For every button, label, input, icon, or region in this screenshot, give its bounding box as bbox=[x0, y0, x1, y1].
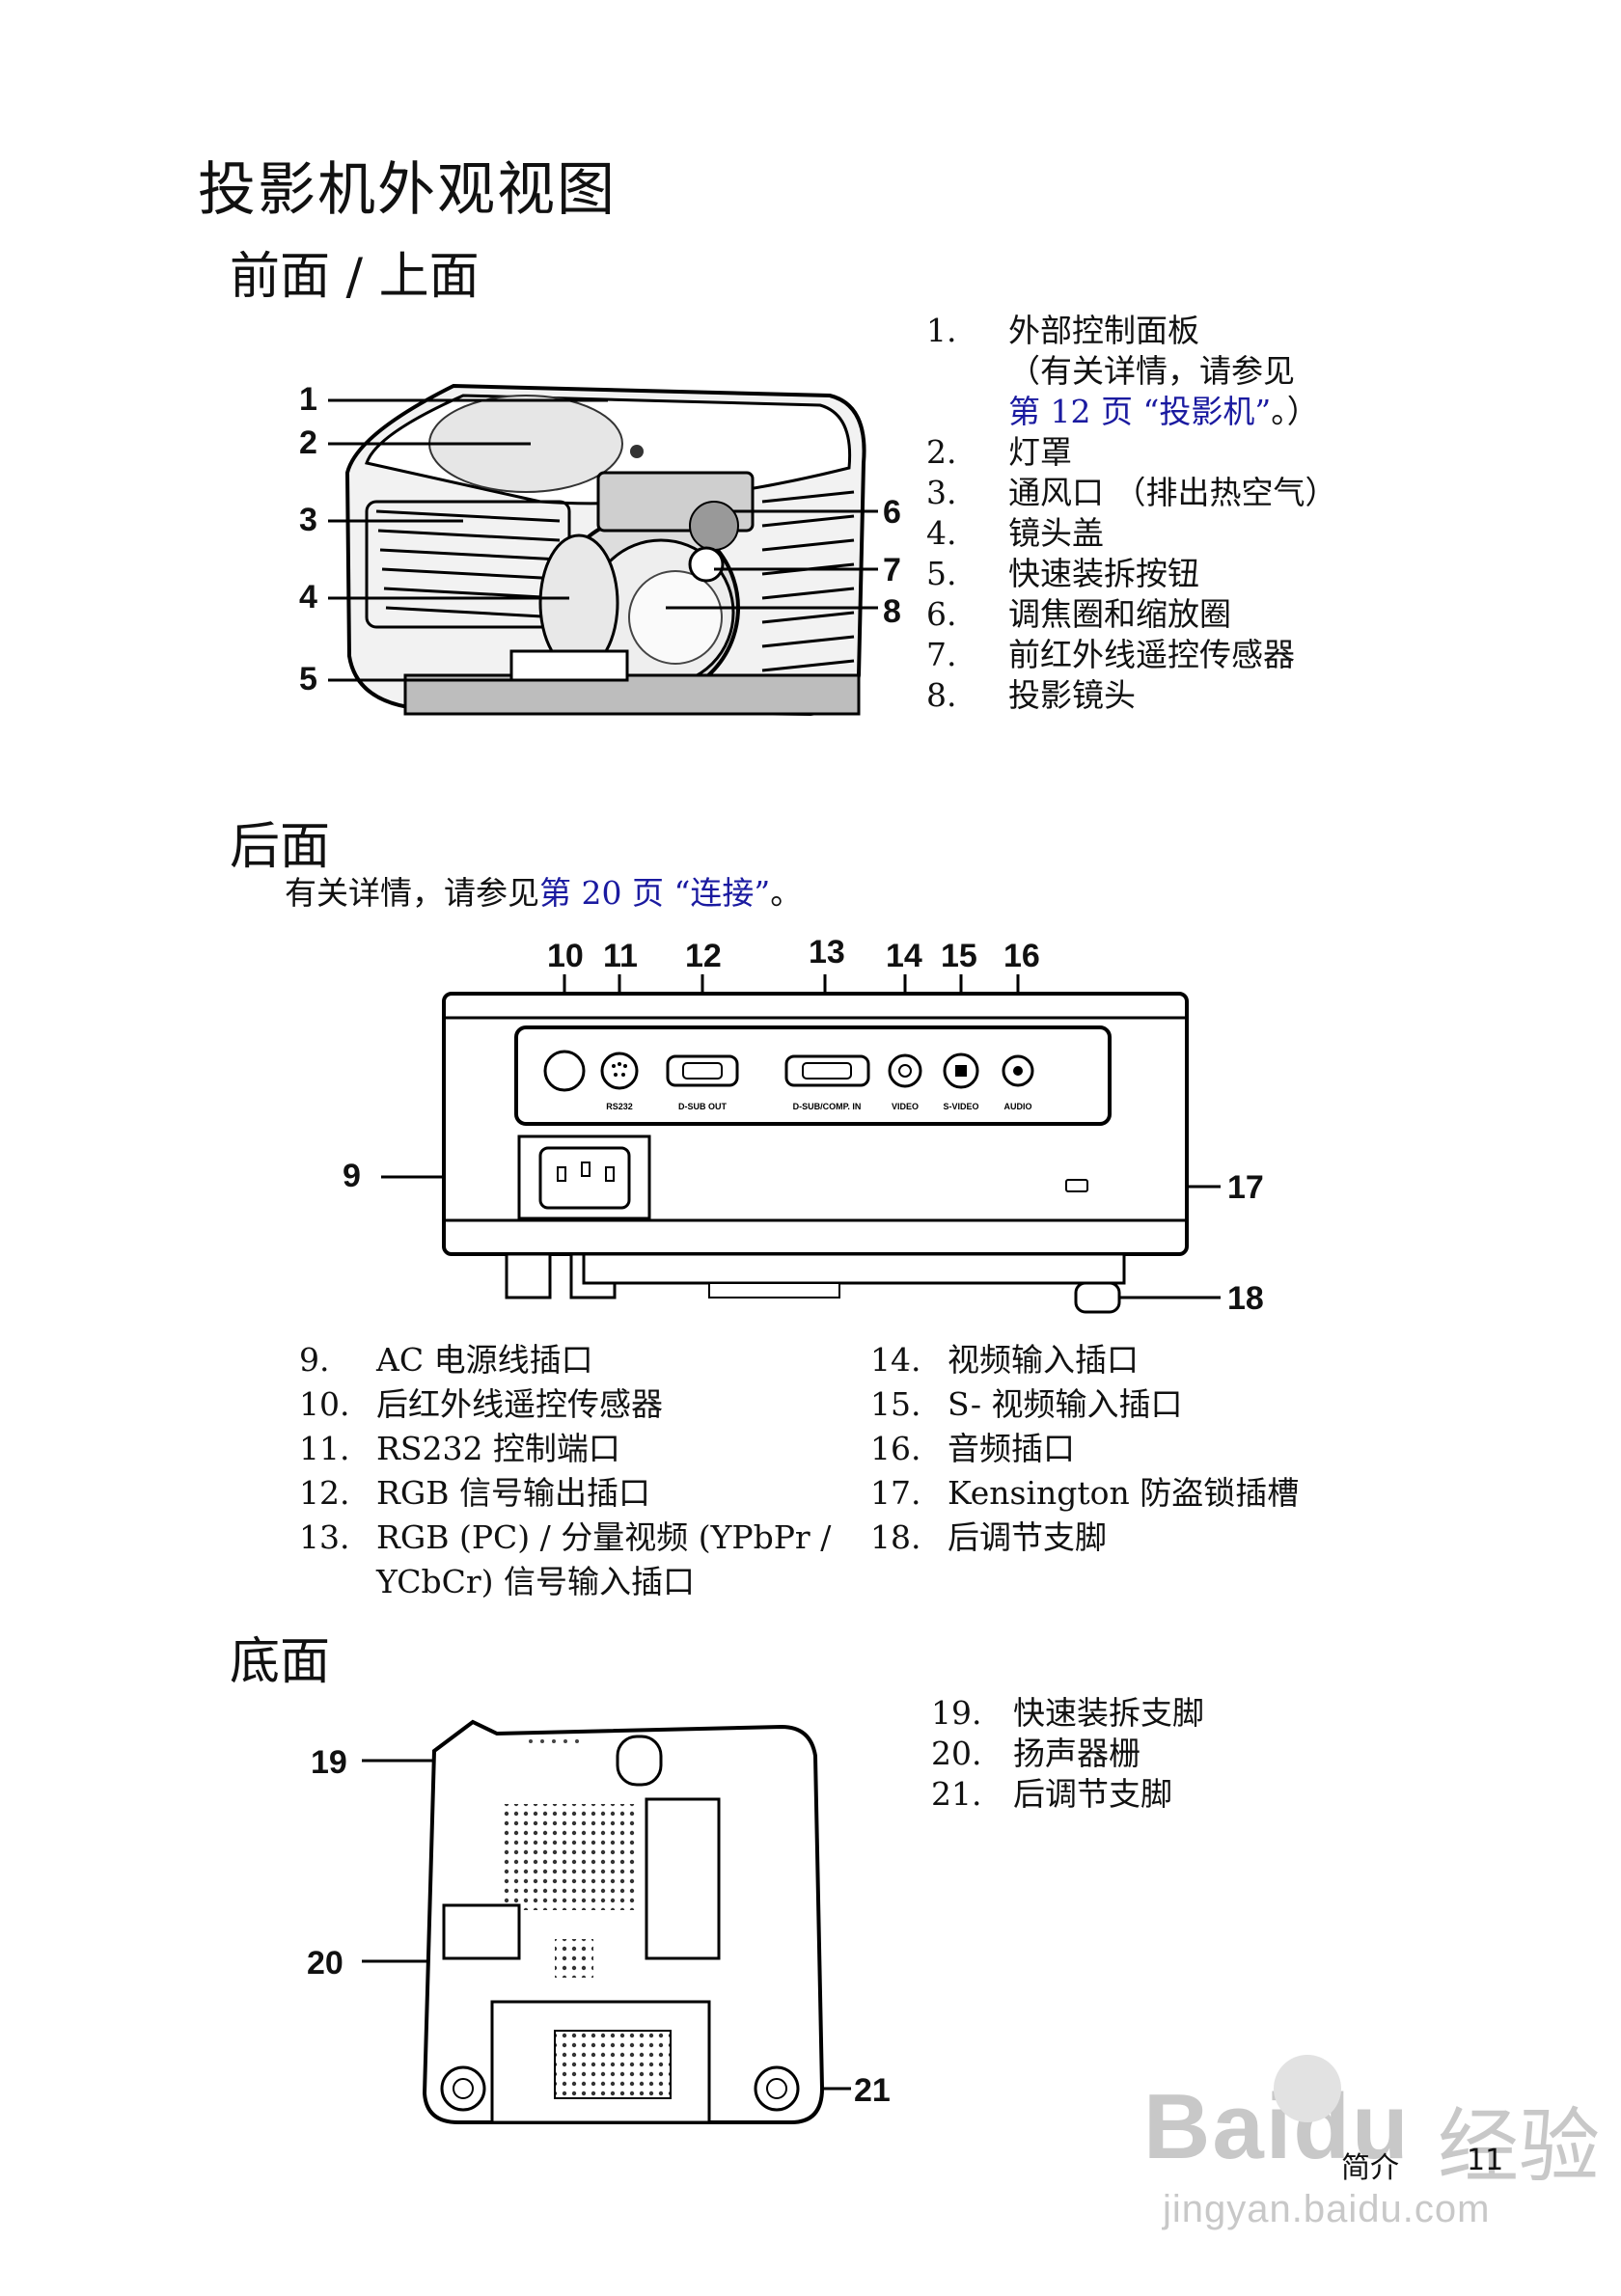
watermark-text: 经验 bbox=[1438, 2099, 1601, 2194]
callout-4: 4 bbox=[299, 579, 317, 615]
page-link-20[interactable]: 第 20 页 “连接” bbox=[539, 874, 771, 912]
front-top-projector-figure bbox=[344, 383, 866, 717]
list-item: 21.后调节支脚 bbox=[931, 1775, 1172, 1813]
list-item: 10.后红外线遥控传感器 bbox=[299, 1385, 663, 1423]
callout-14: 14 bbox=[886, 938, 922, 974]
list-item: 11.RS232 控制端口 bbox=[299, 1430, 620, 1467]
page-link-12[interactable]: 第 12 页 “投影机” bbox=[1008, 393, 1272, 430]
list-item: 16.音频插口 bbox=[870, 1430, 1075, 1467]
section-heading-front: 前面 / 上面 bbox=[230, 248, 480, 306]
list-item: 15.S- 视频输入插口 bbox=[870, 1385, 1183, 1423]
callout-2: 2 bbox=[299, 424, 317, 461]
bottom-parts-list: 19.快速装拆支脚 20.扬声器栅 21.后调节支脚 bbox=[931, 1693, 1414, 1815]
front-parts-list: 1.外部控制面板 （有关详情，请参见第 12 页 “投影机”。） 2.灯罩 3.… bbox=[926, 311, 1544, 716]
page-title: 投影机外观视图 bbox=[198, 156, 617, 224]
bottom-projector-figure bbox=[362, 1719, 851, 2124]
footer-section: 简介 bbox=[1341, 2151, 1399, 2185]
list-item: 1.外部控制面板 bbox=[926, 312, 1199, 349]
list-item: 4.镜头盖 bbox=[926, 514, 1104, 552]
callout-16: 16 bbox=[1003, 938, 1040, 974]
callout-21: 21 bbox=[854, 2072, 891, 2109]
list-item: YCbCr) 信号输入插口 bbox=[376, 1563, 695, 1600]
port-label-s-video: S-VIDEO bbox=[943, 1102, 978, 1111]
callout-20: 20 bbox=[307, 1945, 343, 1982]
front-callout-leaders bbox=[328, 398, 878, 682]
callout-3: 3 bbox=[299, 502, 317, 538]
port-label-dsub-comp-in: D-SUB/COMP. IN bbox=[793, 1102, 862, 1111]
footer-page-number: 11 bbox=[1467, 2144, 1504, 2177]
list-item: 6.调焦圈和缩放圈 bbox=[926, 595, 1231, 633]
rear-parts-list-right: 14.视频输入插口 15.S- 视频输入插口 16.音频插口 17.Kensin… bbox=[870, 1338, 1449, 1560]
list-item: 17.Kensington 防盗锁插槽 bbox=[870, 1474, 1300, 1512]
callout-15: 15 bbox=[941, 938, 977, 974]
list-item: 2.灯罩 bbox=[926, 433, 1072, 471]
callout-18: 18 bbox=[1227, 1280, 1264, 1317]
callout-8: 8 bbox=[883, 593, 901, 630]
section-heading-bottom: 底面 bbox=[230, 1633, 331, 1691]
callout-1: 1 bbox=[299, 381, 317, 418]
list-item: 5.快速装拆按钮 bbox=[926, 555, 1199, 592]
port-label-video: VIDEO bbox=[892, 1102, 919, 1111]
port-label-dsub-out: D-SUB OUT bbox=[678, 1102, 727, 1111]
watermark-url: jingyan.baidu.com bbox=[1163, 2188, 1491, 2230]
callout-17: 17 bbox=[1227, 1169, 1264, 1206]
callout-12: 12 bbox=[685, 938, 722, 974]
callout-10: 10 bbox=[547, 938, 584, 974]
rear-parts-list-left: 9.AC 电源线插口 10.后红外线遥控传感器 11.RS232 控制端口 12… bbox=[299, 1338, 839, 1604]
callout-7: 7 bbox=[883, 552, 901, 588]
list-item: 7.前红外线遥控传感器 bbox=[926, 636, 1295, 673]
callout-5: 5 bbox=[299, 661, 317, 697]
list-item: 14.视频输入插口 bbox=[870, 1341, 1139, 1379]
list-item: 3.通风口 （排出热空气） bbox=[926, 474, 1337, 511]
port-label-audio: AUDIO bbox=[1004, 1102, 1032, 1111]
callout-19: 19 bbox=[311, 1744, 347, 1781]
list-item: 9.AC 电源线插口 bbox=[299, 1341, 593, 1379]
list-item: 13.RGB (PC) / 分量视频 (YPbPr / bbox=[299, 1518, 832, 1556]
callout-9: 9 bbox=[343, 1158, 361, 1194]
section-heading-rear: 后面 bbox=[230, 818, 331, 876]
list-item: 18.后调节支脚 bbox=[870, 1518, 1107, 1556]
paw-icon bbox=[1274, 2055, 1341, 2122]
callout-6: 6 bbox=[883, 494, 901, 531]
list-item-note: （有关详情，请参见第 12 页 “投影机”。） bbox=[1008, 352, 1319, 430]
callout-13: 13 bbox=[809, 934, 845, 970]
list-item: 8.投影镜头 bbox=[926, 676, 1136, 714]
list-item: 12.RGB 信号输出插口 bbox=[299, 1474, 650, 1512]
rear-projector-figure: RS232 D-SUB OUT D-SUB/COMP. IN VIDEO S-V… bbox=[381, 974, 1221, 1314]
list-item: 19.快速装拆支脚 bbox=[931, 1694, 1204, 1732]
list-item: 20.扬声器栅 bbox=[931, 1735, 1140, 1772]
callout-11: 11 bbox=[603, 938, 638, 974]
rear-note: 有关详情，请参见第 20 页 “连接”。 bbox=[285, 874, 803, 912]
baidu-watermark-logo: Baidu bbox=[1143, 2075, 1411, 2178]
port-label-rs232: RS232 bbox=[606, 1102, 633, 1111]
